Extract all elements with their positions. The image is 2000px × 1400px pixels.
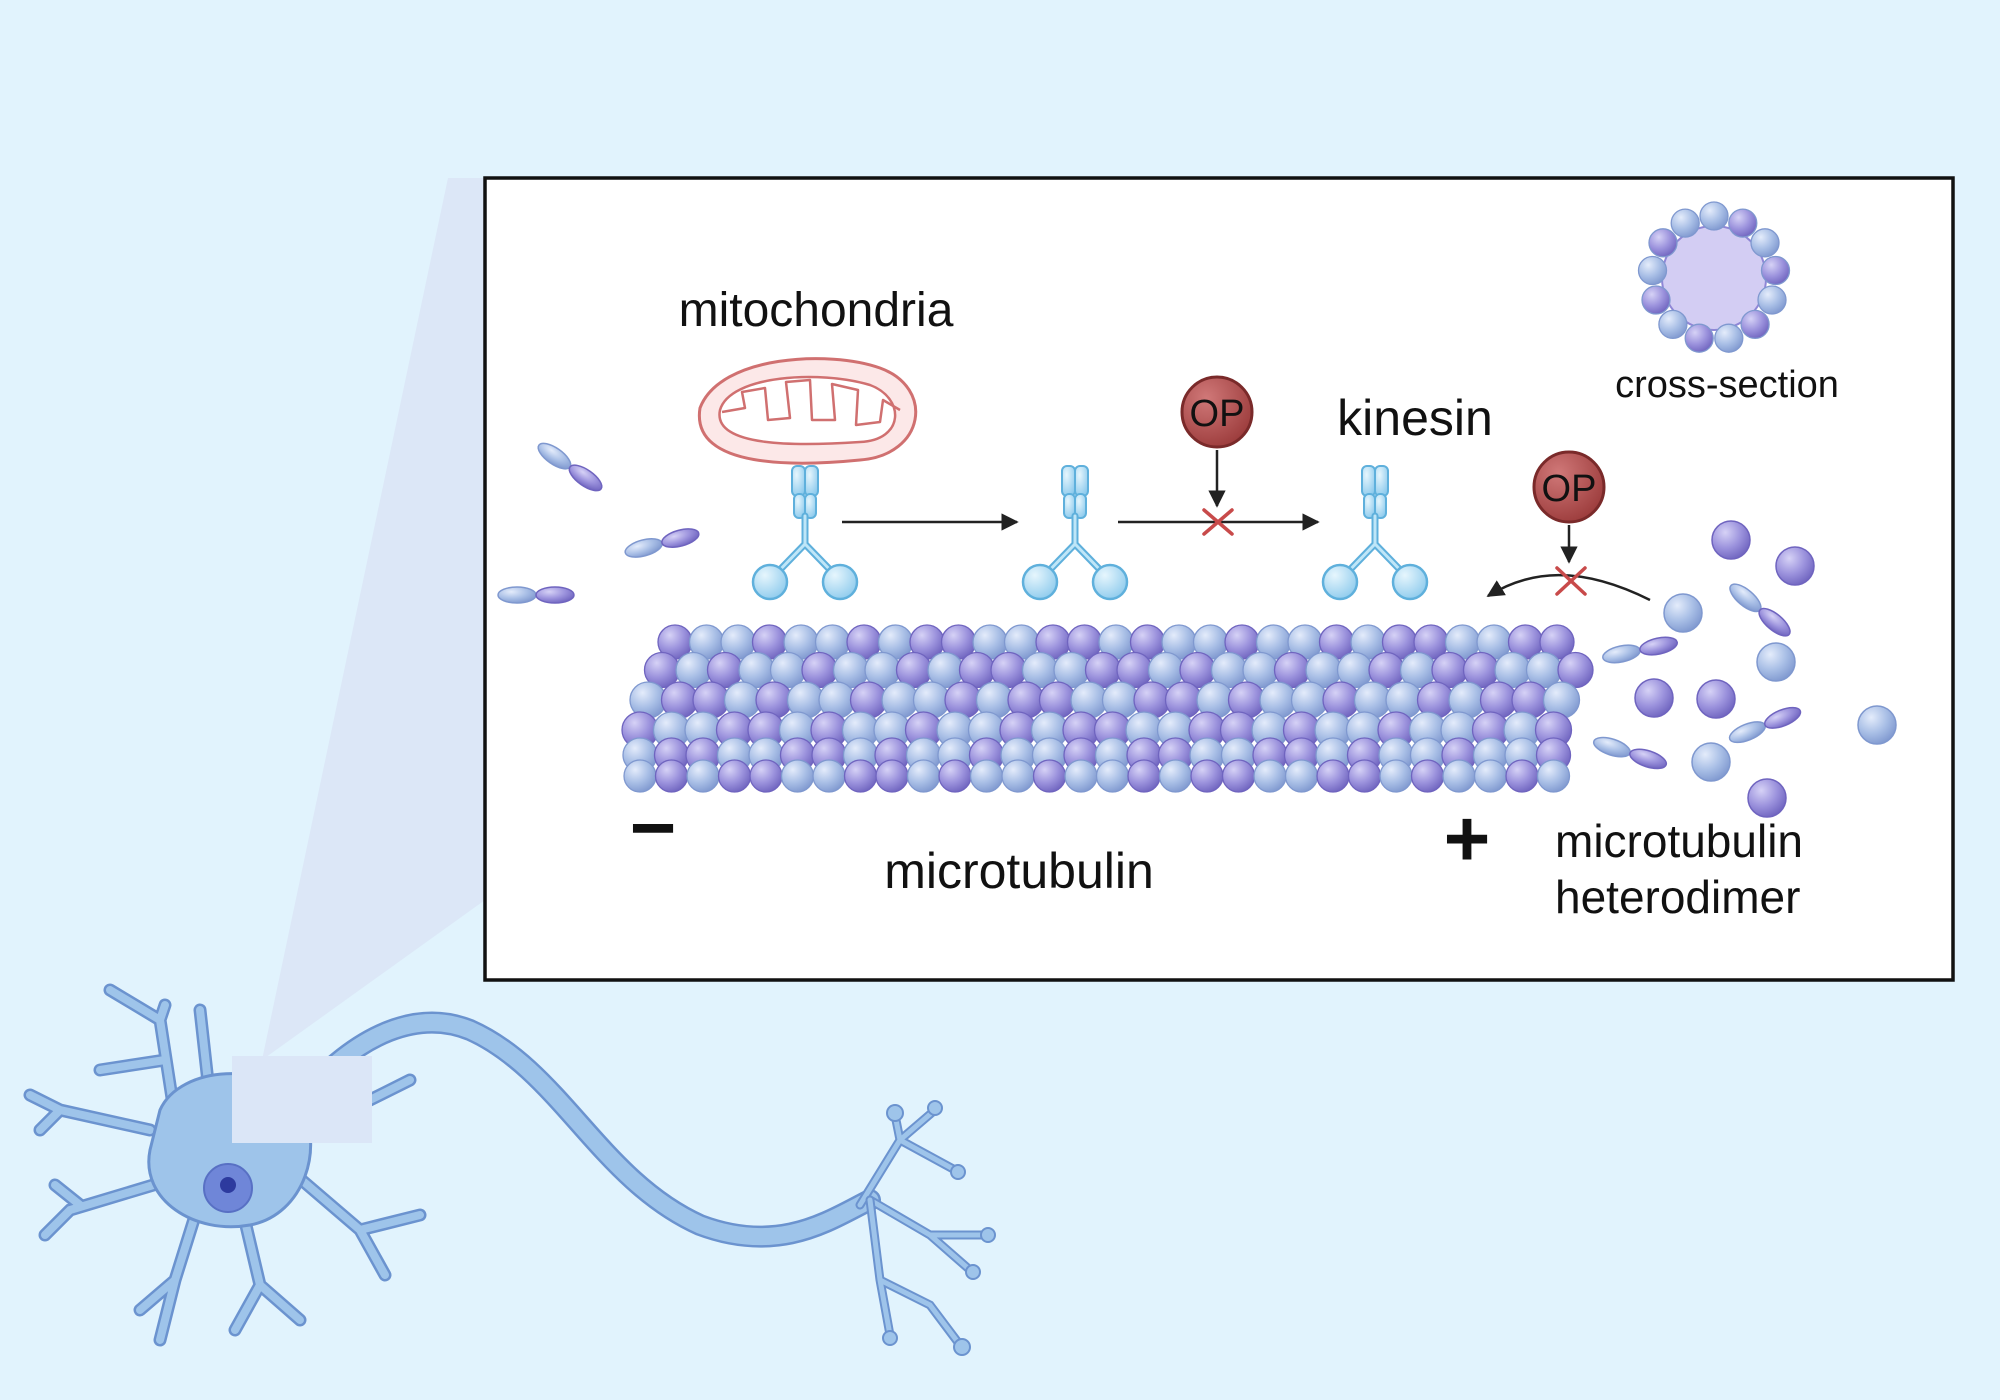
- red-x-icon: [1202, 508, 1234, 536]
- op-badge-label: OP: [1190, 393, 1245, 435]
- tubulin-subunit: [1064, 759, 1098, 793]
- tubulin-subunit: [686, 759, 720, 793]
- tubulin-subunit: [1536, 759, 1571, 793]
- cross-section-subunit: [1684, 323, 1714, 353]
- microtubulin-label: microtubulin: [884, 843, 1154, 899]
- neuron-nucleolus: [220, 1177, 236, 1193]
- heterodimer-label-line1: microtubulin: [1555, 815, 1803, 867]
- heterodimer-label-line2: heterodimer: [1555, 871, 1800, 923]
- tubulin-subunit: [1347, 759, 1382, 793]
- tubulin-subunit: [1284, 759, 1319, 793]
- cross-section-subunit: [1658, 309, 1688, 340]
- mitochondria-label: mitochondria: [679, 284, 954, 337]
- free-tubulin-pool: [1590, 520, 1897, 818]
- neuron: [23, 983, 996, 1356]
- tubulin-subunit: [780, 759, 815, 793]
- cross-section-subunit: [1648, 228, 1678, 258]
- op-badge-icon: [1532, 450, 1606, 524]
- cross-section-subunit: [1637, 255, 1668, 286]
- op-badge-icon: [1180, 375, 1254, 449]
- tubulin-subunit: [1032, 759, 1067, 793]
- tubulin-subunit: [1442, 759, 1476, 793]
- microtubule: [621, 624, 1594, 793]
- minus-end-label: −: [630, 783, 677, 872]
- tubulin-subunit: [717, 759, 752, 793]
- kinesin-label: kinesin: [1337, 390, 1493, 446]
- mitochondria-organelle: [697, 357, 918, 465]
- tubulin-subunit: [969, 759, 1004, 793]
- tubulin-subunit: [1127, 759, 1161, 793]
- tubulin-subunit: [1190, 759, 1224, 793]
- zoom-wedge: [262, 178, 485, 1060]
- tubulin-subunit: [1557, 651, 1594, 689]
- cross-section-subunit: [1641, 285, 1671, 315]
- tubulin-subunit: [875, 759, 909, 793]
- op-badge-label: OP: [1542, 468, 1597, 510]
- red-x-icon: [1555, 566, 1587, 596]
- cross-section-subunit: [1699, 201, 1729, 231]
- cross-section-subunit: [1740, 309, 1770, 340]
- op-inhibitor-kinesin: OP: [1180, 375, 1254, 536]
- tubulin-subunit: [1221, 759, 1256, 793]
- tubulin-subunit: [749, 759, 783, 793]
- tubulin-subunit: [1505, 759, 1539, 793]
- tubulin-subunit: [1473, 759, 1508, 793]
- op-inhibitor-polymerization: OP: [1486, 450, 1651, 602]
- polymerization-arrow: [1486, 573, 1651, 602]
- tubulin-subunit: [843, 759, 878, 793]
- cross-section-label: cross-section: [1615, 364, 1839, 406]
- tubulin-subunit: [1410, 759, 1445, 793]
- tubulin-subunit: [812, 759, 846, 793]
- microtubule-cross-section: [1637, 201, 1791, 353]
- tubulin-subunit: [1158, 759, 1193, 793]
- cross-section-subunit: [1757, 285, 1787, 315]
- tubulin-subunit: [906, 759, 941, 793]
- zoom-source-box: [232, 1056, 372, 1143]
- cross-section-subunit: [1728, 208, 1758, 238]
- cross-section-subunit: [1714, 323, 1744, 353]
- tubulin-subunit: [1001, 759, 1035, 793]
- tubulin-subunit: [1253, 759, 1287, 793]
- cross-section-subunit: [1760, 255, 1791, 286]
- cross-section-subunit: [1750, 228, 1780, 258]
- plus-end-label: +: [1444, 794, 1491, 883]
- cross-section-subunit: [1670, 208, 1700, 238]
- tubulin-subunit: [1316, 759, 1350, 793]
- tubulin-subunit: [1095, 759, 1130, 793]
- tubulin-subunit: [938, 759, 972, 793]
- tubulin-subunit: [1379, 759, 1413, 793]
